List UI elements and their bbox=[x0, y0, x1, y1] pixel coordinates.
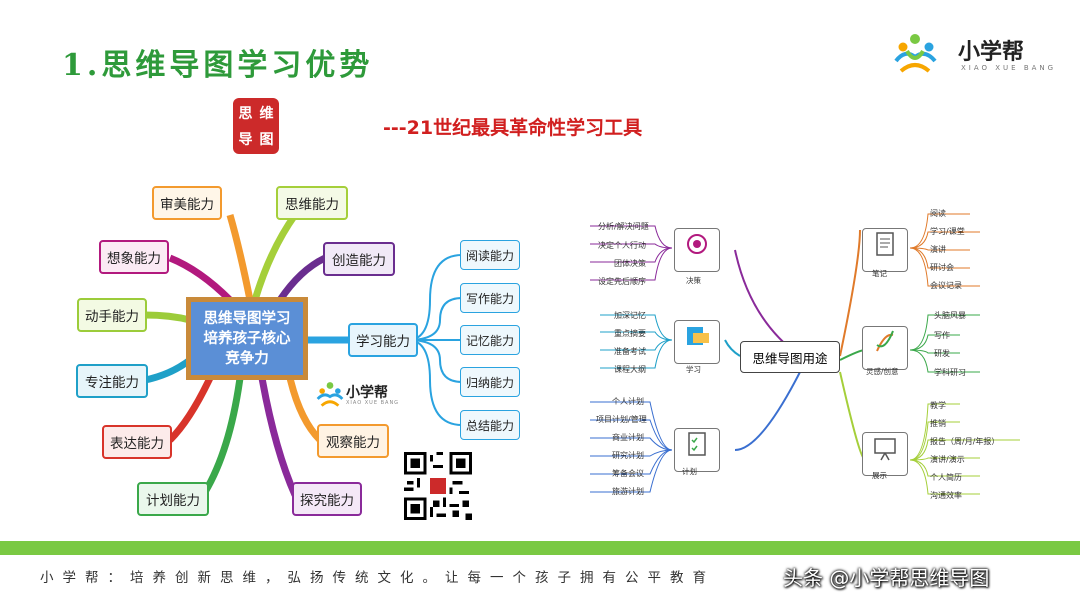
branch-thinking bbox=[251, 212, 298, 302]
branch-focus bbox=[144, 357, 193, 384]
creative-item: 研发 bbox=[934, 349, 950, 358]
plan-item: 个人计划 bbox=[612, 397, 644, 406]
left-map-branches bbox=[144, 212, 463, 497]
seal-char: 图 bbox=[259, 132, 274, 148]
creative-box bbox=[862, 326, 908, 370]
decision-item: 设定先后顺序 bbox=[598, 277, 646, 286]
node-thinking: 思维能力 bbox=[276, 186, 348, 220]
study-item: 重点摘要 bbox=[614, 329, 646, 338]
notes-box bbox=[862, 228, 908, 272]
present-box bbox=[862, 432, 908, 476]
notes-item: 会议记录 bbox=[930, 281, 962, 290]
seal-char: 维 bbox=[259, 106, 274, 122]
brand-name: 小学帮 bbox=[958, 40, 1025, 65]
plan-item: 研究计划 bbox=[612, 451, 644, 460]
plan-label: 计划 bbox=[682, 467, 697, 476]
creative-label: 灵感/创意 bbox=[866, 367, 899, 376]
study-box bbox=[674, 320, 720, 364]
present-item: 沟通效率 bbox=[930, 491, 962, 500]
present-item: 个人简历 bbox=[930, 473, 962, 482]
checklist-icon bbox=[688, 432, 706, 456]
creative-item: 写作 bbox=[934, 331, 950, 340]
node-reading: 阅读能力 bbox=[460, 240, 520, 270]
node-focus: 专注能力 bbox=[76, 364, 148, 398]
node-aesthetic: 审美能力 bbox=[152, 186, 222, 220]
node-imagination: 想象能力 bbox=[99, 240, 169, 274]
decision-box bbox=[674, 228, 720, 272]
node-observation: 观察能力 bbox=[317, 424, 389, 458]
plan-item: 项目计划/管理 bbox=[596, 415, 647, 424]
branch-creativity bbox=[277, 254, 327, 302]
seal-char: 导 bbox=[238, 132, 253, 148]
center-line: 竞争力 bbox=[225, 350, 269, 367]
node-summary: 总结能力 bbox=[460, 410, 520, 440]
node-writing: 写作能力 bbox=[460, 283, 520, 313]
node-hands-on: 动手能力 bbox=[77, 298, 147, 332]
notes-item: 研讨会 bbox=[930, 263, 954, 272]
branch-imagination bbox=[168, 254, 233, 303]
branch-expression bbox=[167, 376, 214, 443]
watermark: 头条 @小学帮思维导图 bbox=[783, 566, 990, 590]
present-item: 演讲/演示 bbox=[930, 455, 965, 464]
notes-item: 学习/课堂 bbox=[930, 227, 965, 236]
creative-item: 学科研习 bbox=[934, 368, 966, 377]
study-item: 准备考试 bbox=[614, 347, 646, 356]
study-label: 学习 bbox=[686, 365, 701, 374]
target-icon bbox=[687, 234, 707, 254]
node-learning: 学习能力 bbox=[348, 323, 418, 357]
node-induction: 归纳能力 bbox=[460, 367, 520, 397]
presentation-icon bbox=[874, 438, 896, 461]
branch-planning bbox=[201, 377, 244, 494]
branch-hands-on bbox=[144, 311, 191, 324]
footer-slogan: 小学帮：培养创新思维，弘扬传统文化。让每一个孩子拥有公平教育 bbox=[40, 570, 715, 586]
node-planning: 计划能力 bbox=[137, 482, 209, 516]
branch-exploration bbox=[258, 377, 299, 497]
branch-aesthetic bbox=[226, 214, 254, 301]
seal-char: 思 bbox=[238, 106, 253, 122]
present-item: 报告（周/月/年报） bbox=[930, 437, 1000, 446]
study-header: 加深记忆 bbox=[614, 311, 646, 320]
center-line: 培养孩子核心 bbox=[203, 330, 291, 347]
page-title: 1.思维导图学习优势 bbox=[62, 48, 374, 83]
decision-item: 决定个人行动 bbox=[598, 241, 646, 250]
notes-item: 演讲 bbox=[930, 245, 946, 254]
mid-logo-text: 小学帮 bbox=[346, 385, 388, 401]
plan-item: 筹备会议 bbox=[612, 469, 644, 478]
plan-item: 旅游计划 bbox=[612, 487, 644, 496]
center-line: 思维导图学习 bbox=[203, 310, 291, 327]
plan-item: 商业计划 bbox=[612, 433, 644, 442]
left-map-center: 思维导图学习 培养孩子核心 竞争力 bbox=[186, 297, 308, 380]
node-creativity: 创造能力 bbox=[323, 242, 395, 276]
footer-divider bbox=[0, 541, 1080, 555]
right-map-branches bbox=[590, 213, 1020, 495]
mind-map-seal: 思 维 导 图 bbox=[233, 98, 279, 154]
present-label: 展示 bbox=[872, 471, 887, 480]
mid-logo-pinyin: XIAO XUE BANG bbox=[346, 400, 400, 406]
page-subtitle: ---21世纪最具革命性学习工具 bbox=[383, 117, 643, 139]
notes-label: 笔记 bbox=[872, 269, 887, 278]
decision-item: 团体决策 bbox=[614, 259, 646, 268]
branch-observation bbox=[286, 377, 323, 443]
brand-logo-icon bbox=[894, 34, 937, 73]
right-map-center: 思维导图用途 bbox=[740, 341, 840, 373]
brand-pinyin: XIAO XUE BANG bbox=[961, 64, 1057, 72]
node-exploration: 探究能力 bbox=[292, 482, 362, 516]
node-memory: 记忆能力 bbox=[460, 325, 520, 355]
notes-item: 阅读 bbox=[930, 209, 946, 218]
node-expression: 表达能力 bbox=[102, 425, 172, 459]
study-item: 课程大纲 bbox=[614, 365, 646, 374]
dna-icon bbox=[876, 330, 894, 352]
present-item: 推销 bbox=[930, 419, 946, 428]
qr-code-icon bbox=[404, 452, 472, 520]
decision-header: 分析/解决问题 bbox=[598, 222, 649, 231]
plan-box bbox=[674, 428, 720, 472]
mid-logo-icon bbox=[316, 382, 344, 407]
creative-header: 头脑风暴 bbox=[934, 311, 966, 320]
book-icon bbox=[687, 327, 709, 345]
decision-label: 决策 bbox=[686, 276, 701, 285]
notes-icon bbox=[876, 232, 894, 256]
present-item: 教学 bbox=[930, 401, 946, 410]
